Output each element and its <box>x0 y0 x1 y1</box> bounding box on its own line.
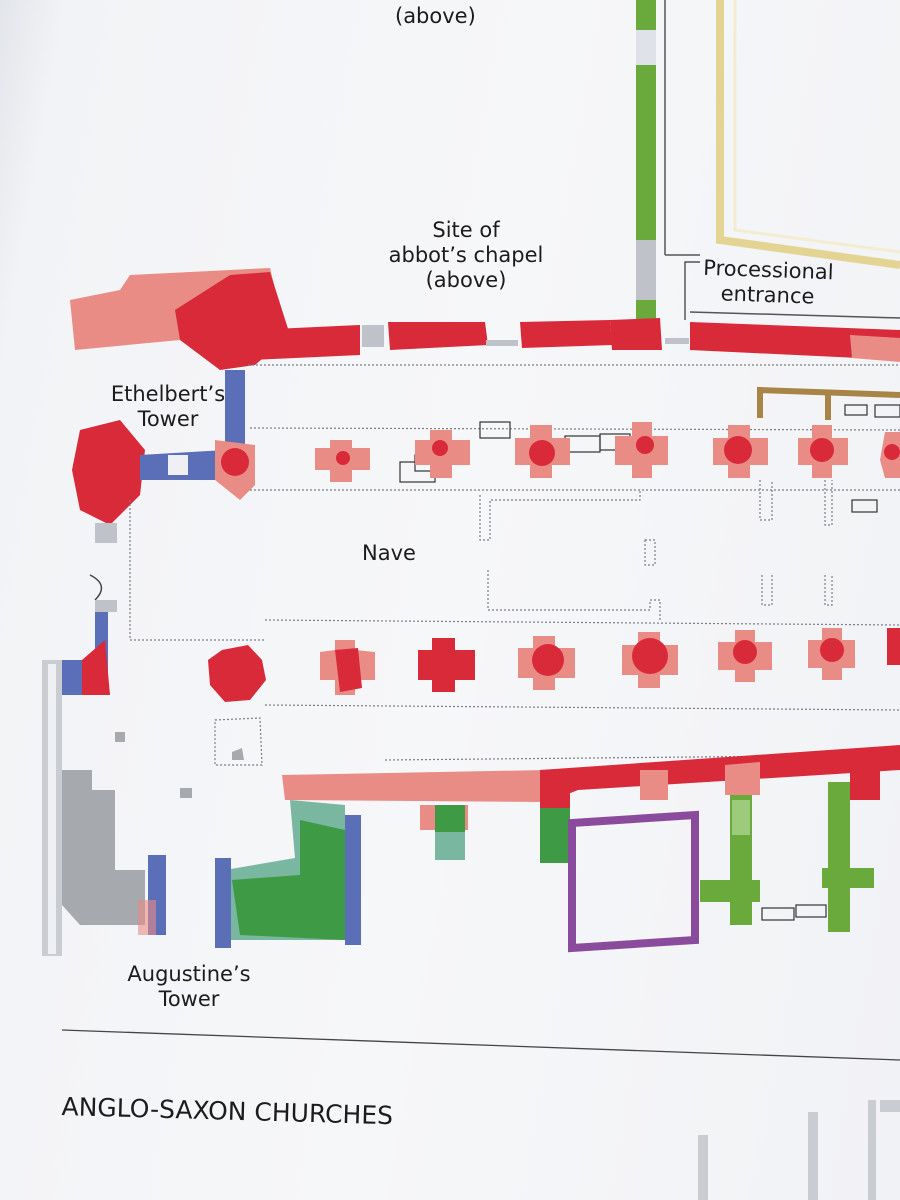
augustine-line2: Tower <box>158 987 220 1011</box>
north-arcade-piers <box>315 422 900 482</box>
west-front <box>42 523 117 956</box>
abbots-chapel-line3: (above) <box>425 268 507 292</box>
abbots-chapel-line2: abbot’s chapel <box>388 243 544 267</box>
next-plan-hint <box>698 1100 900 1200</box>
south-aisle-wall <box>282 770 548 802</box>
abbots-chapel-label: Site of abbot’s chapel (above) <box>378 218 554 293</box>
green-east-chapels <box>700 770 880 932</box>
green-chapel <box>215 800 465 948</box>
section-divider <box>61 1029 900 1061</box>
augustine-tower <box>62 770 166 935</box>
ethelbert-tower-label: Ethelbert’s Tower <box>98 382 238 432</box>
processional-entrance-label: Processional entrance <box>697 256 839 311</box>
brown-outline <box>757 386 900 418</box>
ethelbert-line2: Tower <box>137 407 199 431</box>
purple-square <box>568 810 699 953</box>
processional-line2: entrance <box>720 281 815 309</box>
ethelbert-line1: Ethelbert’s <box>110 382 226 406</box>
processional-line1: Processional <box>702 255 835 285</box>
nave-label: Nave <box>362 541 416 565</box>
ethelbert-tower-west <box>72 420 145 525</box>
above-label-top: (above) <box>395 4 476 28</box>
south-arcade-piers <box>208 628 900 702</box>
augustine-line1: Augustine’s <box>127 962 251 986</box>
augustine-tower-label: Augustine’s Tower <box>120 962 258 1012</box>
abbots-chapel-line1: Site of <box>432 218 500 242</box>
nave-outlines <box>129 364 900 766</box>
cloister-outline <box>716 0 900 269</box>
ethelbert-tower-wall <box>225 370 245 445</box>
processional-leader <box>684 261 700 320</box>
